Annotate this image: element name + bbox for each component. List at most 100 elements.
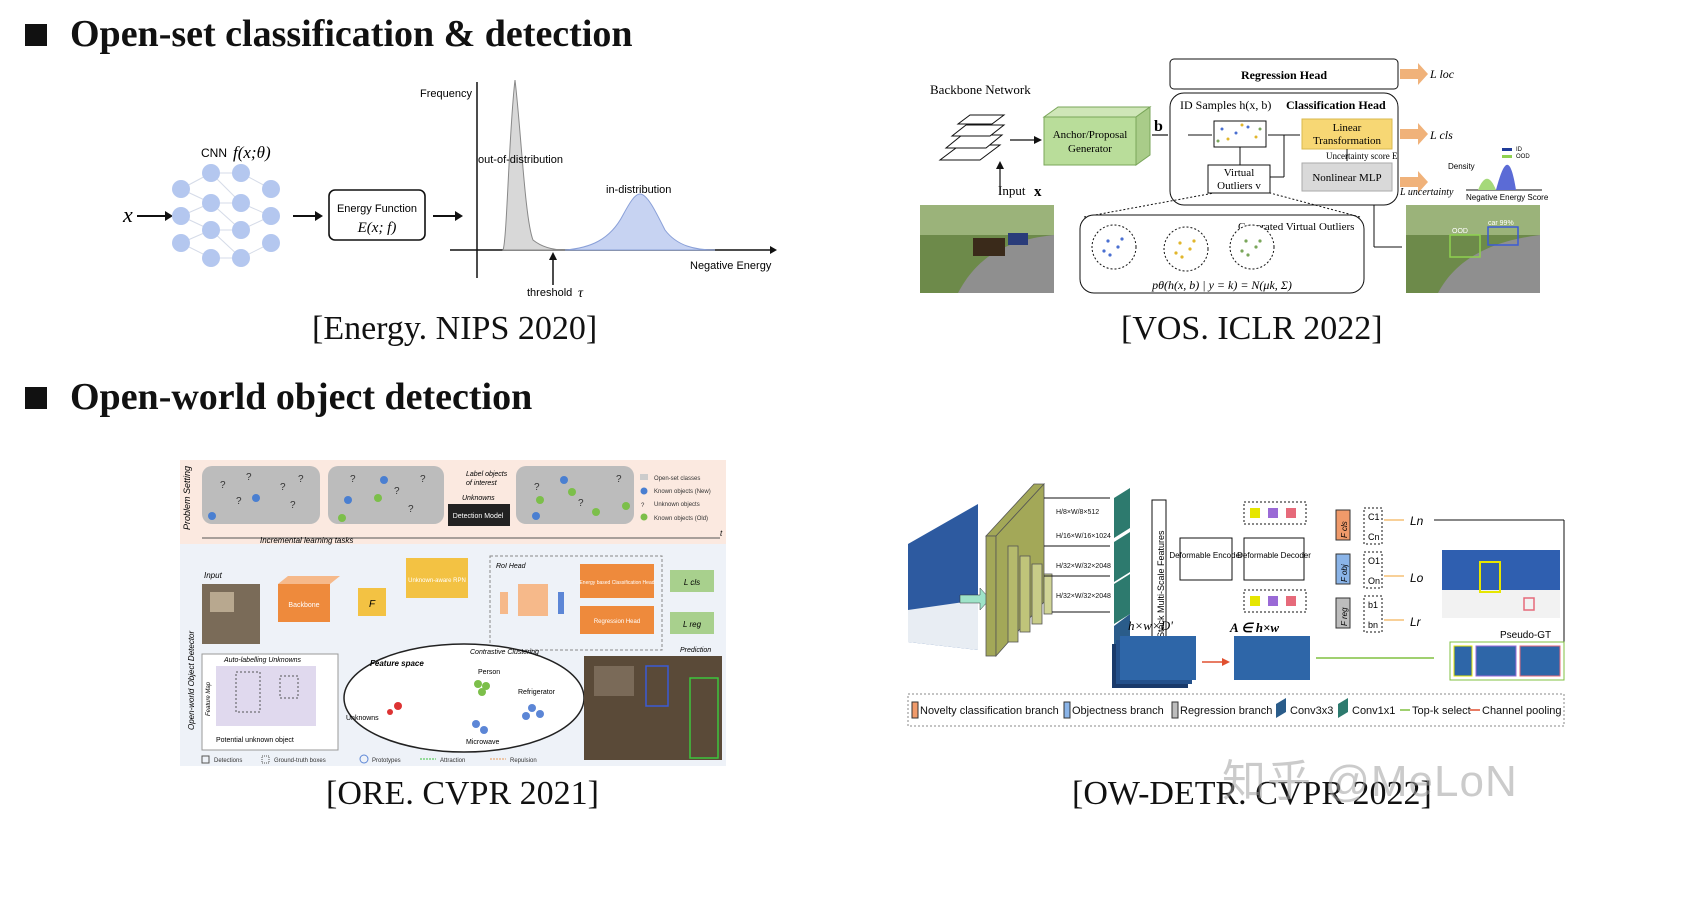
caption-ore: [ORE. CVPR 2021] [326, 775, 599, 812]
owdetr-legend-6: Channel pooling [1482, 705, 1562, 717]
energy-function-formula: E(x; f) [357, 220, 397, 236]
caption-owdetr: [OW-DETR. CVPR 2022] [1072, 775, 1432, 812]
owdetr-legend-2: Regression branch [1180, 705, 1272, 717]
owdetr-on: On [1368, 576, 1380, 586]
ore-bottom-legend-4: Repulsion [510, 758, 537, 764]
vos-mlp-label: Nonlinear MLP [1312, 172, 1381, 184]
vos-transformation-label: Transformation [1313, 135, 1382, 147]
vos-anchor-label: Anchor/Proposal [1053, 129, 1128, 141]
vos-loss-cls: L cls [1429, 128, 1453, 142]
vos-linear-box [1301, 118, 1393, 150]
ore-reg-head: Regression Head [594, 619, 640, 625]
vos-regression-head [1169, 58, 1399, 90]
ore-legend-1: Known objects (New) [654, 489, 711, 495]
ore-refrigerator: Refrigerator [518, 689, 556, 696]
ore-figure: Problem Setting ?????? ???? ??? Label ob… [180, 460, 726, 766]
ore-input: Input [204, 571, 223, 580]
owdetr-bn: bn [1368, 620, 1378, 630]
ore-unknowns: Unknowns [462, 495, 495, 502]
x-axis-label: Negative Energy [690, 260, 772, 272]
svg-text:?: ? [534, 482, 540, 493]
backbone-stack [938, 114, 1006, 161]
owdetr-legend-5: Top-k select [1412, 705, 1471, 717]
svg-text:?: ? [616, 474, 622, 485]
energy-figure: x CNN f(x;θ) Energy Function E(x; f) Fre… [122, 79, 777, 301]
ood-label: out-of-distribution [478, 154, 563, 166]
vos-regression-label: Regression Head [1241, 68, 1327, 82]
owdetr-scale-1: H/16×W/16×1024 [1056, 533, 1111, 540]
svg-text:?: ? [350, 474, 356, 485]
vos-classification-label: Classification Head [1286, 98, 1386, 112]
owdetr-pseudo: Pseudo-GT [1500, 630, 1551, 641]
owdetr-scale-3: H/32×W/32×2048 [1056, 593, 1111, 600]
owdetr-dec-label: Deformable Decoder [1237, 551, 1311, 560]
id-label: in-distribution [606, 184, 671, 196]
threshold-symbol: τ [578, 286, 584, 301]
owdetr-scale-0: H/8×W/8×512 [1056, 509, 1099, 516]
ore-f: F [369, 599, 376, 610]
vos-legend-ood: OOD [1516, 154, 1530, 160]
energy-function-box [328, 189, 426, 241]
vos-b-label: b [1154, 118, 1163, 135]
owdetr-legend-3: Conv3x3 [1290, 705, 1333, 717]
owdetr-c1: C1 [1368, 512, 1380, 522]
owdetr-f-reg: F reg [1340, 607, 1349, 626]
ore-of-interest: of interest [466, 480, 498, 487]
ore-label-objects: Label objects [466, 471, 508, 478]
vos-linear-label: Linear [1333, 122, 1362, 134]
section-bullet [25, 24, 47, 46]
owdetr-l-r: Lr [1410, 615, 1422, 629]
svg-text:?: ? [280, 482, 286, 493]
ore-potential: Potential unknown object [216, 737, 294, 744]
owdetr-b1: b1 [1368, 600, 1378, 610]
ore-person: Person [478, 669, 500, 676]
ore-bottom-legend-1: Ground-truth boxes [274, 758, 326, 764]
ore-t: t [720, 529, 723, 538]
owdetr-ahw: A ∈ h×w [1229, 620, 1279, 635]
ore-legend-0: Open-set classes [654, 476, 700, 482]
ore-feature-space: Feature space [370, 659, 424, 668]
owdetr-o1: O1 [1368, 556, 1380, 566]
ore-ow-detector: Open-world Object Detector [187, 631, 196, 730]
vos-outliers-label: Outliers v [1217, 180, 1261, 192]
section-bullet [25, 387, 47, 409]
caption-vos: [VOS. ICLR 2022] [1121, 310, 1383, 347]
owdetr-f-cls: F cls [1340, 521, 1349, 538]
svg-text:?: ? [298, 474, 304, 485]
ore-bottom-legend-3: Attraction [440, 758, 465, 764]
vos-input-label: Input [998, 183, 1026, 198]
ore-l-reg: L reg [683, 620, 702, 629]
vos-loss-loc: L loc [1429, 67, 1455, 81]
ore-ebc-head: Energy based Classification Head [579, 580, 654, 586]
ore-auto-label: Auto-labelling Unknowns [223, 657, 302, 664]
ore-problem-setting: Problem Setting [182, 466, 192, 530]
energy-function-title: Energy Function [337, 203, 417, 215]
vos-figure: Backbone Network Input x Anchor/Proposal… [920, 58, 1549, 294]
vos-generator-label: Generator [1068, 143, 1112, 155]
owdetr-legend-4: Conv1x1 [1352, 705, 1395, 717]
ore-bottom-legend-0: Detections [214, 758, 242, 764]
owdetr-scale-2: H/32×W/32×2048 [1056, 563, 1111, 570]
ore-l-cls: L cls [684, 578, 700, 587]
svg-text:?: ? [394, 486, 400, 497]
ore-prediction: Prediction [680, 647, 711, 654]
owdetr-legend-box [907, 693, 1565, 727]
ore-unknowns-2: Unknowns [346, 715, 379, 722]
owdetr-cn: Cn [1368, 532, 1380, 542]
watermark: 知乎 @MeLoN [1222, 757, 1518, 806]
vos-neg-energy: Negative Energy Score [1466, 193, 1549, 202]
owdetr-hwd: h×w×D' [1128, 618, 1173, 633]
owdetr-backbone [985, 482, 1053, 658]
svg-text:?: ? [220, 480, 226, 491]
vos-det-ood: OOD [1452, 228, 1468, 235]
owdetr-encoder [1179, 537, 1233, 581]
owdetr-figure: H/8×W/8×512 H/16×W/16×1024 H/32×W/32×204… [907, 482, 1565, 727]
svg-text:?: ? [408, 504, 414, 515]
svg-text:?: ? [578, 498, 584, 509]
vos-uncertainty-score: Uncertainty score E [1326, 151, 1398, 161]
section-title-open-set: Open-set classification & detection [70, 13, 633, 55]
ore-incremental: Incremental learning tasks [260, 536, 353, 545]
svg-text:?: ? [420, 474, 426, 485]
svg-text:?: ? [290, 500, 296, 511]
ore-detection-model: Detection Model [453, 513, 504, 520]
